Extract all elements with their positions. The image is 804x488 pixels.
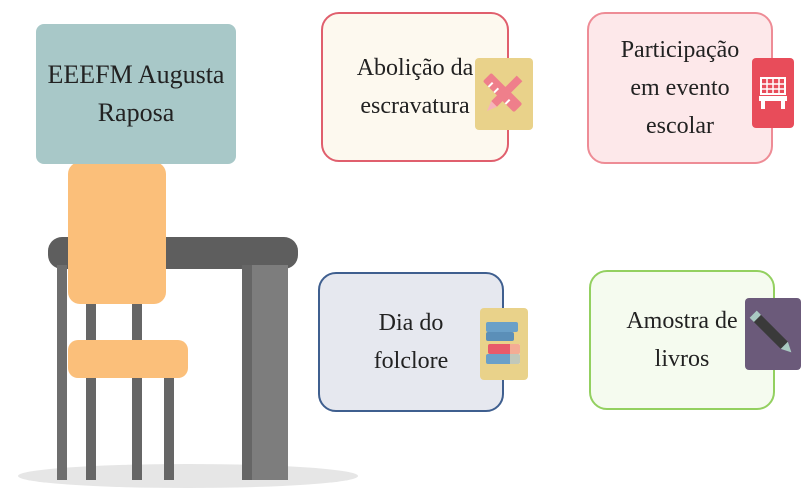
chair-seat (68, 340, 188, 378)
chair-leg-1 (86, 300, 96, 480)
card-abolicao-label: Abolição da escravatura (356, 55, 474, 119)
card-participacao: Participação em evento escolar (587, 12, 773, 164)
pen-icon (745, 298, 801, 370)
card-amostra-label: Amostra de livros (626, 308, 738, 372)
card-folclore: Dia do folclore (318, 272, 504, 412)
calendar-grid-icon (752, 58, 794, 128)
books-icon (480, 308, 528, 380)
desk-leg-right-inner (242, 265, 252, 480)
card-folclore-label: Dia do folclore (373, 310, 449, 374)
pencil-ruler-icon (475, 58, 533, 130)
school-name: EEEFM Augusta Raposa (47, 60, 225, 127)
card-amostra: Amostra de livros (589, 270, 775, 410)
chair-leg-3 (164, 370, 174, 480)
school-name-box: EEEFM Augusta Raposa (36, 24, 236, 164)
chair-leg-2 (132, 300, 142, 480)
chair-back (68, 162, 166, 304)
floor-shadow (18, 464, 358, 488)
card-participacao-label: Participação em evento escolar (620, 37, 740, 139)
desk-leg-left (57, 265, 67, 480)
